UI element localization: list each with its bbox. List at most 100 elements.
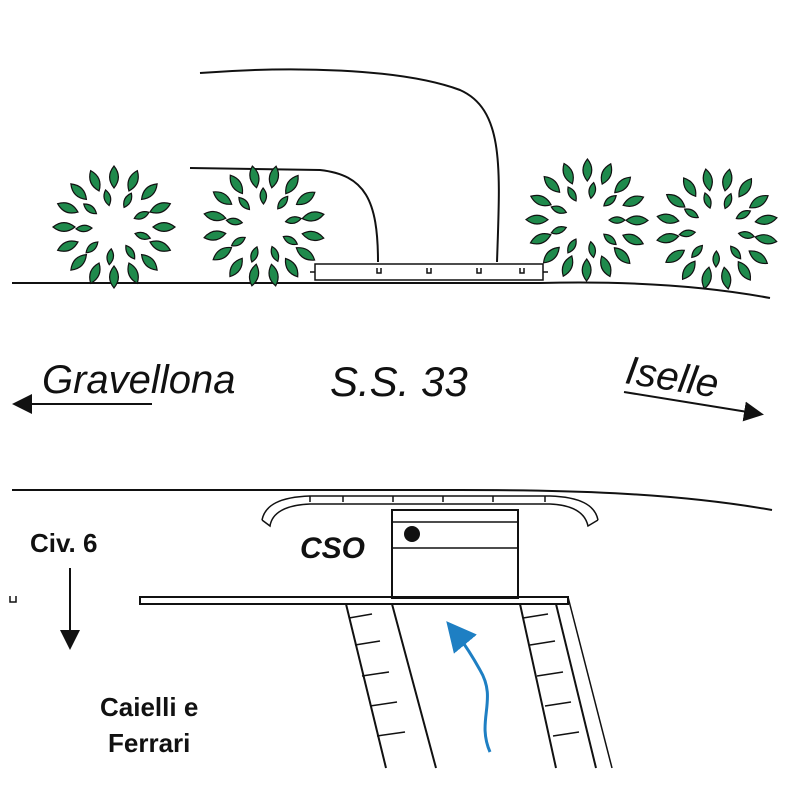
bush-leaf bbox=[82, 203, 98, 215]
bush-leaf bbox=[614, 176, 632, 194]
bush-leaf bbox=[529, 233, 552, 245]
bush-leaf bbox=[550, 205, 568, 214]
bush-leaf bbox=[85, 241, 99, 254]
bush-leaf bbox=[567, 238, 577, 254]
bush-leaf bbox=[748, 194, 769, 209]
hill-curve-outer bbox=[199, 68, 500, 263]
bush-icon bbox=[52, 165, 176, 289]
bush-leaf bbox=[149, 240, 172, 252]
bush-leaf bbox=[737, 260, 752, 281]
bush-leaf bbox=[603, 233, 617, 246]
bush-leaf bbox=[665, 193, 686, 208]
bush-leaf bbox=[149, 202, 172, 214]
bush-leaf bbox=[249, 165, 260, 189]
bush-leaf bbox=[203, 230, 227, 241]
property-marker bbox=[9, 596, 17, 603]
bush-leaf bbox=[282, 235, 299, 246]
bush-leaf bbox=[608, 216, 626, 224]
bush-leaf bbox=[268, 165, 280, 189]
cso-chamber bbox=[391, 509, 519, 599]
bush-leaf bbox=[682, 177, 697, 198]
bush-leaf bbox=[683, 208, 700, 219]
bush-leaf bbox=[600, 162, 613, 185]
upper-road-edge bbox=[12, 281, 771, 299]
label-cso: CSO bbox=[300, 532, 365, 565]
bush-leaf bbox=[613, 247, 631, 265]
bush-leaf bbox=[284, 216, 303, 225]
bush-leaf bbox=[229, 257, 243, 278]
bush-leaf bbox=[703, 192, 712, 210]
hill-curve-inner bbox=[189, 167, 379, 263]
bush-leaf bbox=[285, 174, 299, 195]
bush-leaf bbox=[600, 255, 612, 278]
bush-leaf bbox=[581, 258, 592, 282]
bush-leaf bbox=[109, 265, 119, 289]
bush-leaf bbox=[56, 240, 79, 252]
bush-leaf bbox=[106, 247, 115, 266]
bush-leaf bbox=[212, 191, 233, 205]
flow-arrow-icon bbox=[446, 621, 492, 753]
bush-leaf bbox=[259, 187, 268, 205]
bush-leaf bbox=[721, 266, 732, 290]
arrow-to-iselle bbox=[623, 391, 764, 422]
bush-leaf bbox=[656, 233, 680, 244]
lower-curved-channel bbox=[261, 495, 599, 528]
bush-leaf bbox=[52, 222, 76, 232]
bush-leaf bbox=[277, 195, 289, 210]
label-civic-number: Civ. 6 bbox=[30, 528, 97, 558]
bush-leaf bbox=[562, 162, 574, 185]
bush-leaf bbox=[748, 250, 769, 265]
bush-leaf bbox=[582, 158, 593, 182]
bush-leaf bbox=[270, 245, 280, 263]
bush-leaf bbox=[75, 224, 93, 233]
bush-leaf bbox=[103, 189, 112, 207]
bush-leaf bbox=[737, 231, 756, 239]
bush-leaf bbox=[230, 236, 247, 247]
bush-leaf bbox=[701, 266, 712, 290]
bush-icon bbox=[656, 168, 778, 290]
bush-leaf bbox=[152, 222, 176, 232]
bush-leaf bbox=[603, 195, 617, 207]
bush-leaf bbox=[722, 168, 733, 192]
bush-leaf bbox=[250, 245, 259, 263]
bush-leaf bbox=[730, 245, 742, 260]
bush-leaf bbox=[543, 175, 561, 193]
bush-leaf bbox=[140, 183, 158, 201]
label-gravellona: Gravellona bbox=[42, 358, 235, 402]
bush-leaf bbox=[123, 192, 133, 209]
bush-icon bbox=[203, 165, 325, 287]
bush-leaf bbox=[542, 246, 560, 264]
bush-leaf bbox=[712, 250, 720, 268]
bush-leaf bbox=[238, 196, 251, 211]
bush-leaf bbox=[735, 210, 752, 220]
bush-icon bbox=[525, 158, 649, 282]
bush-leaf bbox=[203, 210, 227, 222]
bush-leaf bbox=[301, 211, 325, 222]
bush-leaf bbox=[127, 262, 139, 285]
bush-group bbox=[52, 158, 778, 290]
bush-leaf bbox=[133, 211, 150, 220]
bush-leaf bbox=[678, 229, 697, 238]
bush-leaf bbox=[622, 233, 645, 246]
bush-leaf bbox=[225, 217, 244, 226]
bush-leaf bbox=[284, 257, 299, 278]
bush-leaf bbox=[738, 177, 753, 198]
bush-leaf bbox=[529, 194, 552, 207]
bush-leaf bbox=[248, 263, 260, 287]
bush-leaf bbox=[89, 169, 101, 192]
bush-leaf bbox=[691, 244, 704, 259]
cso-outlet-dot bbox=[404, 526, 420, 542]
bush-leaf bbox=[588, 181, 597, 200]
bush-leaf bbox=[109, 165, 119, 189]
bush-leaf bbox=[656, 213, 680, 224]
bush-leaf bbox=[295, 247, 316, 261]
bush-leaf bbox=[681, 260, 696, 281]
side-road bbox=[139, 596, 613, 769]
bush-leaf bbox=[212, 246, 233, 261]
bush-leaf bbox=[754, 214, 778, 225]
bush-leaf bbox=[754, 234, 778, 245]
bush-leaf bbox=[622, 195, 645, 207]
bush-leaf bbox=[550, 225, 568, 235]
bush-leaf bbox=[125, 244, 136, 260]
